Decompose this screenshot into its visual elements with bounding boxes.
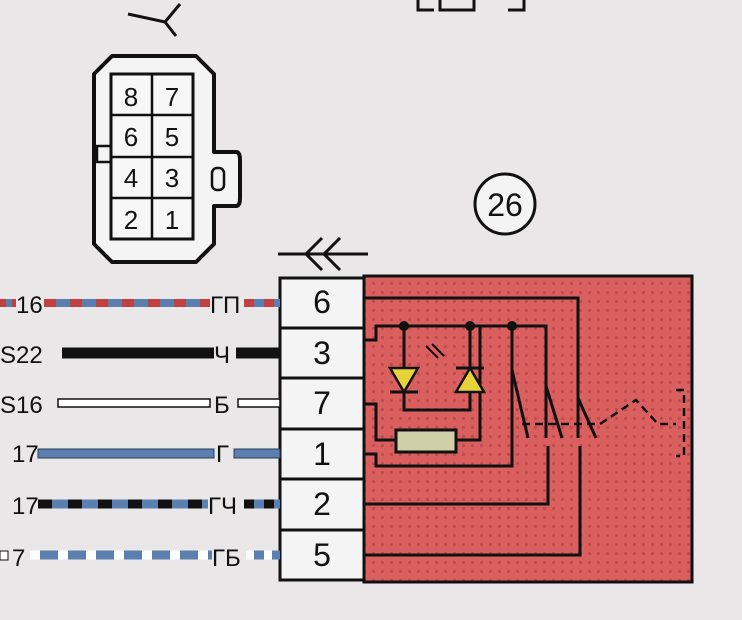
connector-pin-label: 4 [124, 163, 138, 193]
switch-actuator-link [522, 388, 686, 458]
trace-pin-3 [364, 324, 548, 438]
wire-color-labels: ГП Ч Б Г ГЧ ГБ [208, 292, 241, 572]
terminal-label: 2 [313, 486, 331, 522]
connector-pin-label: 3 [165, 163, 179, 193]
wire-color-label: Б [214, 392, 230, 419]
connector-arrow-icon [278, 236, 368, 272]
connector-pin-label: 8 [124, 82, 138, 112]
trace-pin-5 [364, 446, 582, 557]
resistor [394, 428, 458, 454]
wire-code-label: 7 [12, 545, 25, 572]
connector-pin-label: 5 [165, 122, 179, 152]
top-bracket-fragment [416, 0, 526, 12]
terminal-label: 5 [313, 537, 331, 573]
wire-code-label: 16 [16, 292, 43, 319]
trace-pin-6 [364, 296, 580, 438]
switch-contacts [510, 369, 598, 439]
trace-pin-7 [364, 402, 396, 442]
wire-color-label: ГЧ [208, 493, 237, 520]
wire-pin-5 [0, 550, 280, 561]
diode-left-icon [387, 366, 421, 395]
wire-color-label: Г [216, 441, 229, 468]
connector-pin-label: 6 [124, 122, 138, 152]
terminal-label: 1 [313, 436, 331, 472]
component-number: 26 [487, 187, 523, 223]
light-rays-icon [425, 343, 445, 359]
connector-housing [92, 54, 242, 264]
connector-pin-label: 1 [165, 205, 179, 235]
trace-pin-2 [364, 446, 550, 506]
trace-pin-1 [364, 326, 514, 468]
terminal-label: 6 [313, 284, 331, 320]
resistor-lead [456, 326, 482, 442]
terminal-block [278, 276, 366, 582]
wire-color-label: Ч [214, 342, 230, 369]
terminal-label: 3 [313, 335, 331, 371]
junction-dots [399, 321, 517, 331]
wire-code-label: S22 [0, 342, 43, 369]
terminal-label: 7 [313, 385, 331, 421]
wire-pin-1 [37, 448, 281, 459]
diode-right-icon [453, 365, 487, 394]
top-fork-line [127, 3, 182, 37]
wire-code-labels: 16 S22 S16 17 17 7 [0, 292, 43, 572]
connector-pin-label: 2 [124, 205, 138, 235]
connector-pin-labels: 8 7 6 5 4 3 2 1 [124, 82, 179, 235]
wire-code-label: 17 [12, 441, 39, 468]
wire-code-label: S16 [0, 392, 43, 419]
wire-color-label: ГБ [212, 545, 241, 572]
connector-pin-label: 7 [165, 82, 179, 112]
component-number-badge: 26 [473, 172, 537, 236]
terminal-labels: 6 3 7 1 2 5 [313, 284, 331, 573]
wire-pin-7 [57, 398, 281, 408]
wire-color-label: ГП [210, 292, 240, 319]
wire-code-label: 17 [12, 493, 39, 520]
